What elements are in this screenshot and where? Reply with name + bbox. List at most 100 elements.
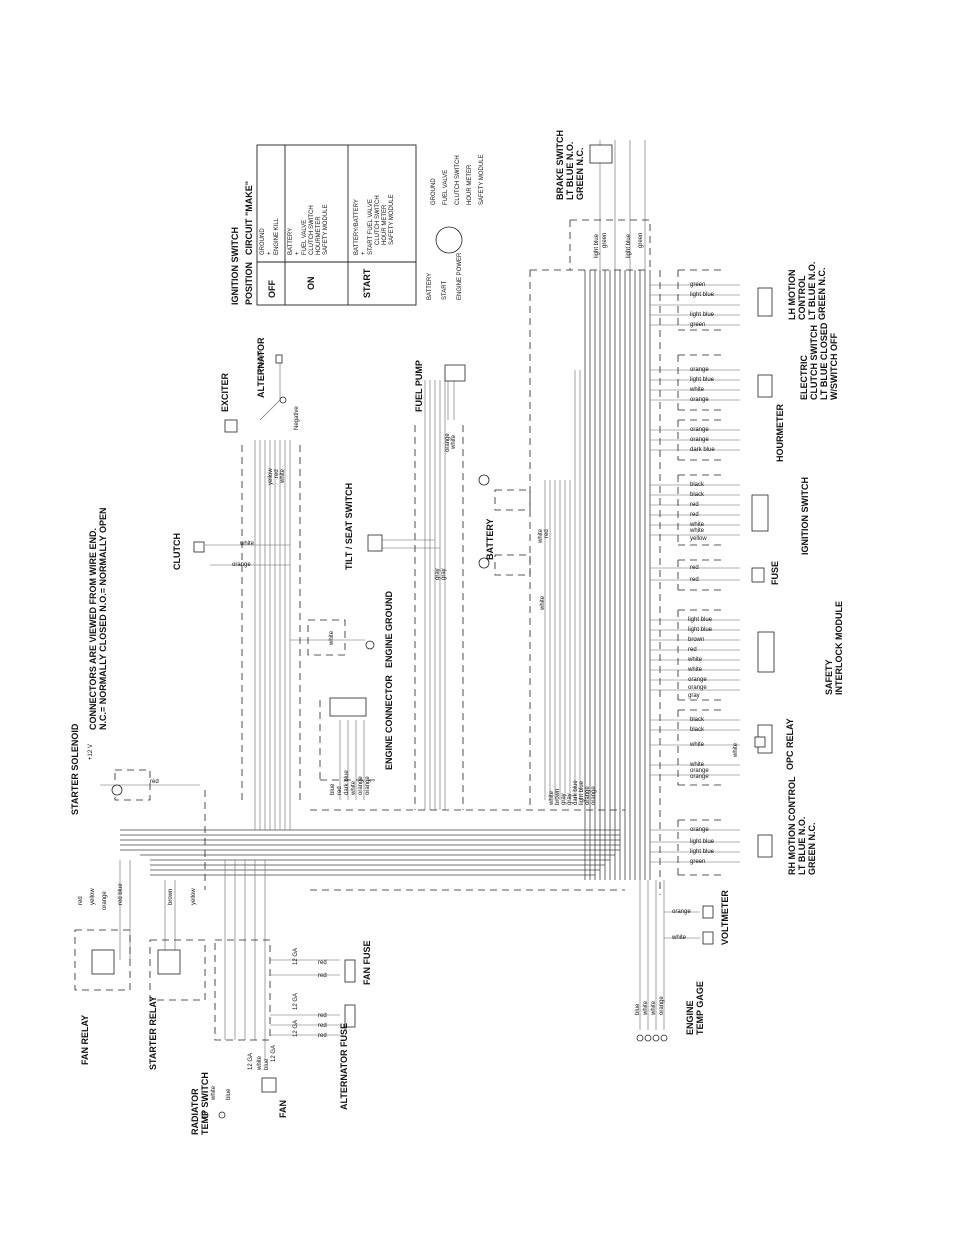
battery-terminal-bottom — [478, 557, 490, 569]
svg-text:SAFETY MODULE: SAFETY MODULE — [389, 194, 395, 245]
engine-ground-label: ENGINE GROUND — [384, 590, 394, 668]
svg-text:orange: orange — [690, 768, 709, 774]
brake-switch-connector — [589, 144, 613, 164]
svg-text:white: white — [549, 790, 555, 806]
svg-text:LT BLUE N.O.: LT BLUE N.O. — [565, 142, 575, 200]
svg-text:ENGINE POWER: ENGINE POWER — [457, 252, 463, 300]
svg-text:FUEL VALVE: FUEL VALVE — [443, 170, 449, 205]
svg-text:TEMP SWITCH: TEMP SWITCH — [200, 1072, 210, 1135]
radiator-switch-terminal-2 — [218, 1111, 226, 1119]
alternator-fuse-label: ALTERNATOR FUSE — [339, 1023, 349, 1110]
ignition-switch-symbol-labels: BATTERY START ENGINE POWER GROUND FUEL V… — [427, 154, 485, 300]
opc-relay-body — [754, 736, 766, 748]
lh-motion-connector — [757, 287, 773, 317]
svg-text:brown: brown — [555, 789, 561, 805]
electric-clutch-switch-label: ELECTRIC — [799, 354, 809, 400]
svg-text:red: red — [690, 577, 699, 583]
svg-text:orange: orange — [690, 397, 709, 403]
starter-solenoid-terminal — [111, 784, 123, 796]
svg-text:white: white — [239, 541, 255, 547]
brake-switch-label: BRAKE SWITCH — [555, 130, 565, 200]
engine-connector-plug — [329, 697, 367, 717]
starter-relay-body — [157, 949, 181, 975]
svg-text:white: white — [687, 657, 703, 663]
svg-text:ENGINE KILL: ENGINE KILL — [274, 217, 280, 255]
clutch-switch-connector — [757, 374, 773, 398]
svg-text:orange: orange — [672, 909, 691, 915]
fuel-pump-connector — [444, 364, 466, 382]
clutch-connector — [193, 541, 205, 553]
svg-text:orange: orange — [690, 367, 709, 373]
svg-text:white: white — [651, 1000, 657, 1016]
svg-text:SAFETY MODULE: SAFETY MODULE — [479, 154, 485, 205]
svg-text:red: red — [690, 502, 699, 508]
svg-text:dark blue: dark blue — [344, 770, 350, 795]
svg-text:BATTERY: BATTERY — [288, 228, 294, 255]
alternator-label: ALTERNATOR — [256, 337, 266, 398]
svg-text:gray: gray — [435, 568, 441, 580]
ignition-switch-table: IGNITION SWITCH POSITION CIRCUIT "MAKE" … — [230, 144, 417, 306]
wire-color-labels: yellow red white orange white white oran… — [78, 233, 739, 1101]
svg-text:green: green — [690, 322, 705, 328]
wiring-harness — [100, 140, 740, 1060]
gauge-label-alt-fuse-1: 12 GA — [293, 993, 299, 1010]
engine-ground-lug — [365, 640, 375, 650]
svg-text:red: red — [690, 565, 699, 571]
svg-text:orange: orange — [232, 562, 251, 568]
svg-text:orange: orange — [591, 786, 597, 805]
fuse-label: FUSE — [770, 561, 780, 585]
svg-text:FUEL VALVE: FUEL VALVE — [302, 220, 308, 255]
alternator-negative-label: Negative — [294, 406, 300, 430]
rh-motion-connector — [757, 834, 773, 858]
fan-fuse-holder — [344, 959, 356, 983]
svg-text:CLUTCH SWITCH: CLUTCH SWITCH — [455, 155, 461, 205]
svg-text:green: green — [602, 233, 608, 248]
starter-relay-label: STARTER RELAY — [148, 996, 158, 1070]
svg-text:LT BLUE N.O.: LT BLUE N.O. — [807, 262, 817, 320]
voltmeter-terminal-top — [702, 905, 714, 919]
voltmeter-label: VOLTMETER — [720, 890, 730, 945]
svg-text:green: green — [690, 859, 705, 865]
svg-text:orange: orange — [690, 427, 709, 433]
dashed-enclosures — [74, 219, 725, 1041]
connectors-note-line-2: N.C.= NORMALLY CLOSED N.O.= NORMALLY OPE… — [98, 507, 108, 730]
ignition-row-on-position: ON — [306, 277, 316, 291]
svg-text:orange: orange — [690, 437, 709, 443]
svg-text:light blue: light blue — [626, 233, 632, 258]
svg-text:SAFETY MODULE: SAFETY MODULE — [323, 204, 329, 255]
svg-text:orange: orange — [688, 677, 707, 683]
svg-text:GREEN N.C.: GREEN N.C. — [575, 147, 585, 200]
svg-text:white: white — [671, 935, 687, 941]
engine-connector-label: ENGINE CONNECTOR — [384, 675, 394, 770]
svg-text:white: white — [643, 1000, 649, 1016]
svg-text:white: white — [538, 528, 544, 544]
svg-text:light blue: light blue — [690, 849, 715, 855]
safety-interlock-label: SAFETY — [824, 659, 834, 695]
ignition-row-off-position: OFF — [267, 280, 277, 298]
svg-text:red: red — [688, 647, 697, 653]
svg-text:START: START — [442, 281, 448, 300]
ignition-table-header-position: POSITION — [244, 262, 254, 305]
svg-text:red: red — [318, 1023, 327, 1029]
svg-text:white: white — [689, 762, 705, 768]
svg-text:W/SWITCH OFF: W/SWITCH OFF — [829, 333, 839, 400]
svg-text:white: white — [689, 387, 705, 393]
svg-text:orange: orange — [690, 827, 709, 833]
gauge-label-alt-fuse-2: 12 GA — [293, 1020, 299, 1037]
svg-text:GROUND: GROUND — [431, 178, 437, 205]
svg-text:GREEN N.C.: GREEN N.C. — [817, 267, 827, 320]
svg-text:INTERLOCK MODULE: INTERLOCK MODULE — [834, 601, 844, 695]
svg-text:light blue: light blue — [690, 312, 715, 318]
svg-text:HOUR METER: HOUR METER — [467, 164, 473, 205]
svg-text:LT BLUE CLOSED: LT BLUE CLOSED — [819, 322, 829, 400]
svg-text:light blue: light blue — [690, 839, 715, 845]
svg-text:+: + — [295, 251, 301, 255]
svg-text:yellow: yellow — [690, 536, 707, 542]
svg-text:green: green — [690, 282, 705, 288]
svg-text:red: red — [337, 786, 343, 795]
svg-text:gray: gray — [688, 693, 700, 699]
svg-text:yellow: yellow — [268, 468, 274, 485]
fuse-connector — [751, 567, 765, 583]
svg-text:light blue: light blue — [594, 233, 600, 258]
